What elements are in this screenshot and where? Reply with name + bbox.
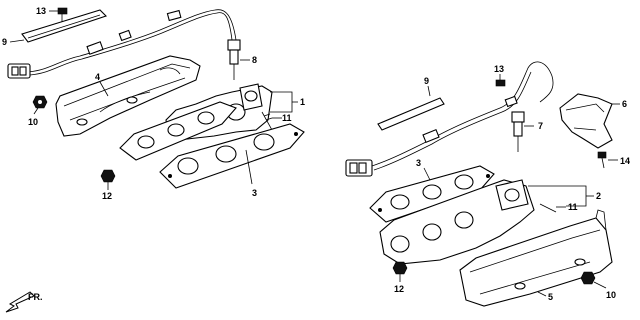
o2-sensor-8 xyxy=(227,39,241,80)
leader-9-right xyxy=(427,85,431,97)
callout-5: 5 xyxy=(548,292,553,302)
callout-2: 2 xyxy=(596,191,601,201)
o2-sensor-harness-left xyxy=(7,9,237,79)
callout-14: 14 xyxy=(620,156,630,166)
bolt-13-left xyxy=(57,7,68,22)
front-direction-label: FR. xyxy=(28,292,43,302)
callout-12-right: 12 xyxy=(394,284,404,294)
gasket-3-left xyxy=(159,123,305,189)
leader-10-right xyxy=(593,281,607,289)
callout-13-right: 13 xyxy=(494,64,504,74)
callout-8: 8 xyxy=(252,55,257,65)
callout-4: 4 xyxy=(95,72,100,82)
nut-10-left xyxy=(32,95,48,109)
nut-12-right xyxy=(392,261,408,275)
callout-3-right: 3 xyxy=(416,158,421,168)
front-direction-arrow-icon xyxy=(5,291,35,313)
bracket-1 xyxy=(270,91,293,113)
nut-12-left xyxy=(100,169,116,183)
leader-5 xyxy=(537,291,547,297)
callout-12-left: 12 xyxy=(102,191,112,201)
leader-9-left xyxy=(9,39,25,43)
heat-shield-4 xyxy=(55,55,201,137)
leader-4 xyxy=(99,81,109,97)
gasket-left-upper xyxy=(119,101,237,161)
bolt-14 xyxy=(597,151,607,169)
callout-10-left: 10 xyxy=(28,117,38,127)
o2-sensor-harness-right xyxy=(345,61,554,177)
callout-13-left: 13 xyxy=(36,6,46,16)
callout-9-left: 9 xyxy=(2,37,7,47)
bolt-13-right xyxy=(495,74,506,87)
bracket-9-left xyxy=(21,9,108,43)
stud-11-right xyxy=(539,203,557,213)
leader-3-left xyxy=(245,149,253,185)
callout-6: 6 xyxy=(622,99,627,109)
heat-shield-6 xyxy=(559,93,613,149)
callout-1: 1 xyxy=(300,97,305,107)
callout-7: 7 xyxy=(538,121,543,131)
callout-11-right: 11 xyxy=(568,202,578,212)
o2-sensor-7 xyxy=(511,111,525,152)
stud-11-left xyxy=(261,111,273,131)
leader-10-left xyxy=(33,107,39,115)
gasket-3-right xyxy=(369,165,495,223)
leader-3-right xyxy=(423,167,431,181)
bracket-9-right xyxy=(377,97,445,131)
heat-shield-5 xyxy=(459,209,613,307)
callout-10-right: 10 xyxy=(606,290,616,300)
callout-11-left: 11 xyxy=(282,113,292,123)
exhaust-manifold-2 xyxy=(379,179,535,265)
callout-9-right: 9 xyxy=(424,76,429,86)
callout-3-left: 3 xyxy=(252,188,257,198)
nut-10-right xyxy=(580,271,596,285)
